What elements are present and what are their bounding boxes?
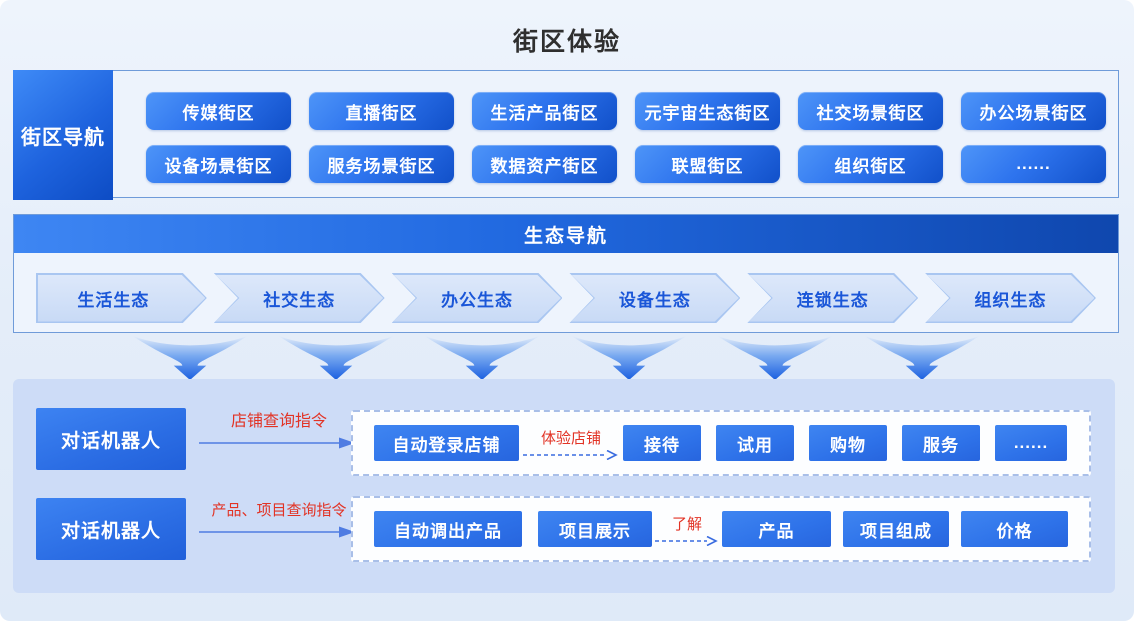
product-flow-box: 自动调出产品 项目展示 了解 产品 项目组成 价格 (351, 496, 1091, 562)
eco-nav-step[interactable]: 社交生态 (214, 273, 385, 323)
chevron-shape (749, 275, 917, 322)
flow-step-button[interactable]: 项目展示 (538, 511, 652, 547)
block-nav-row-1: 传媒街区 直播街区 生活产品街区 元宇宙生态街区 社交场景街区 办公场景街区 (146, 92, 1106, 130)
block-nav-label: 街区导航 (13, 70, 113, 200)
down-arrow-icon (278, 336, 394, 380)
flow-step-button[interactable]: 产品 (722, 511, 831, 547)
flow-step-button[interactable]: 试用 (716, 425, 794, 461)
block-nav-button[interactable]: 直播街区 (309, 92, 454, 130)
dashed-arrow-icon (523, 449, 618, 460)
eco-nav-step[interactable]: 连锁生态 (747, 273, 918, 323)
flow-panel: 对话机器人 店铺查询指令 自动登录店铺 体验店铺 接待 试用 购物 服务 ...… (13, 379, 1115, 593)
eco-nav-step-label: 生活生态 (77, 290, 150, 310)
block-nav-button[interactable]: 传媒街区 (146, 92, 291, 130)
block-nav-row-2: 设备场景街区 服务场景街区 数据资产街区 联盟街区 组织街区 ...... (146, 145, 1106, 183)
flow-connector: 产品、项目查询指令 (199, 501, 359, 538)
flow-transition: 了解 (652, 515, 722, 546)
flow-command-label: 产品、项目查询指令 (211, 502, 347, 519)
block-nav-button-more[interactable]: ...... (961, 145, 1106, 183)
flow-step-button[interactable]: 价格 (961, 511, 1068, 547)
block-nav-section: 街区导航 传媒街区 直播街区 生活产品街区 元宇宙生态街区 社交场景街区 办公场… (13, 70, 1119, 200)
eco-nav-step-label: 设备生态 (618, 290, 691, 310)
down-arrow-icon (571, 336, 687, 380)
chat-robot-node[interactable]: 对话机器人 (36, 408, 186, 470)
eco-nav-step-label: 办公生态 (441, 290, 514, 310)
chevron-shape (571, 275, 739, 322)
flow-transition: 体验店铺 (519, 429, 623, 460)
flow-step-button[interactable]: 自动调出产品 (374, 511, 522, 547)
right-arrow-icon (199, 437, 355, 449)
flow-command-label: 店铺查询指令 (230, 413, 327, 430)
block-nav-button[interactable]: 联盟街区 (635, 145, 780, 183)
down-arrow-icon (424, 336, 540, 380)
chat-robot-node[interactable]: 对话机器人 (36, 498, 186, 560)
chevron-shape (927, 275, 1095, 322)
eco-nav-step-label: 连锁生态 (796, 290, 869, 310)
down-arrow-icon (132, 336, 248, 380)
block-nav-button[interactable]: 组织街区 (798, 145, 943, 183)
down-arrow-icon (717, 336, 833, 380)
chevron-shape (215, 275, 383, 322)
block-nav-button[interactable]: 数据资产街区 (472, 145, 617, 183)
flow-step-button-more[interactable]: ...... (995, 425, 1067, 461)
flow-step-button[interactable]: 自动登录店铺 (374, 425, 519, 461)
flow-step-button[interactable]: 接待 (623, 425, 701, 461)
page-title: 街区体验 (512, 28, 621, 56)
chevron-shape (38, 275, 206, 322)
block-nav-button[interactable]: 服务场景街区 (309, 145, 454, 183)
block-nav-button[interactable]: 办公场景街区 (961, 92, 1106, 130)
eco-nav-chevron-row: 生活生态 社交生态 办公生态 设备生态 连锁生态 (36, 273, 1096, 323)
right-arrow-icon (199, 526, 355, 538)
eco-nav-step-label: 组织生态 (974, 290, 1047, 310)
block-nav-button[interactable]: 元宇宙生态街区 (635, 92, 780, 130)
block-nav-button[interactable]: 生活产品街区 (472, 92, 617, 130)
flow-step-button[interactable]: 服务 (902, 425, 980, 461)
eco-nav-header: 生态导航 (14, 215, 1118, 253)
eco-nav-section: 生态导航 生活生态 社交生态 办公生态 设备生态 (13, 214, 1119, 333)
down-arrow-icon (864, 336, 980, 380)
transition-label: 体验店铺 (540, 429, 601, 447)
eco-nav-step[interactable]: 办公生态 (392, 273, 563, 323)
flow-step-button[interactable]: 项目组成 (843, 511, 949, 547)
dashed-arrow-icon (655, 535, 718, 546)
chevron-shape (393, 275, 561, 322)
eco-nav-step[interactable]: 设备生态 (569, 273, 740, 323)
block-nav-button[interactable]: 社交场景街区 (798, 92, 943, 130)
transition-label: 了解 (671, 515, 702, 533)
block-nav-button[interactable]: 设备场景街区 (146, 145, 291, 183)
eco-nav-step[interactable]: 组织生态 (925, 273, 1096, 323)
shop-flow-box: 自动登录店铺 体验店铺 接待 试用 购物 服务 ...... (351, 410, 1091, 476)
flow-connector: 店铺查询指令 (199, 412, 359, 449)
flow-step-button[interactable]: 购物 (809, 425, 887, 461)
eco-nav-step-label: 社交生态 (263, 290, 336, 310)
eco-nav-step[interactable]: 生活生态 (36, 273, 207, 323)
